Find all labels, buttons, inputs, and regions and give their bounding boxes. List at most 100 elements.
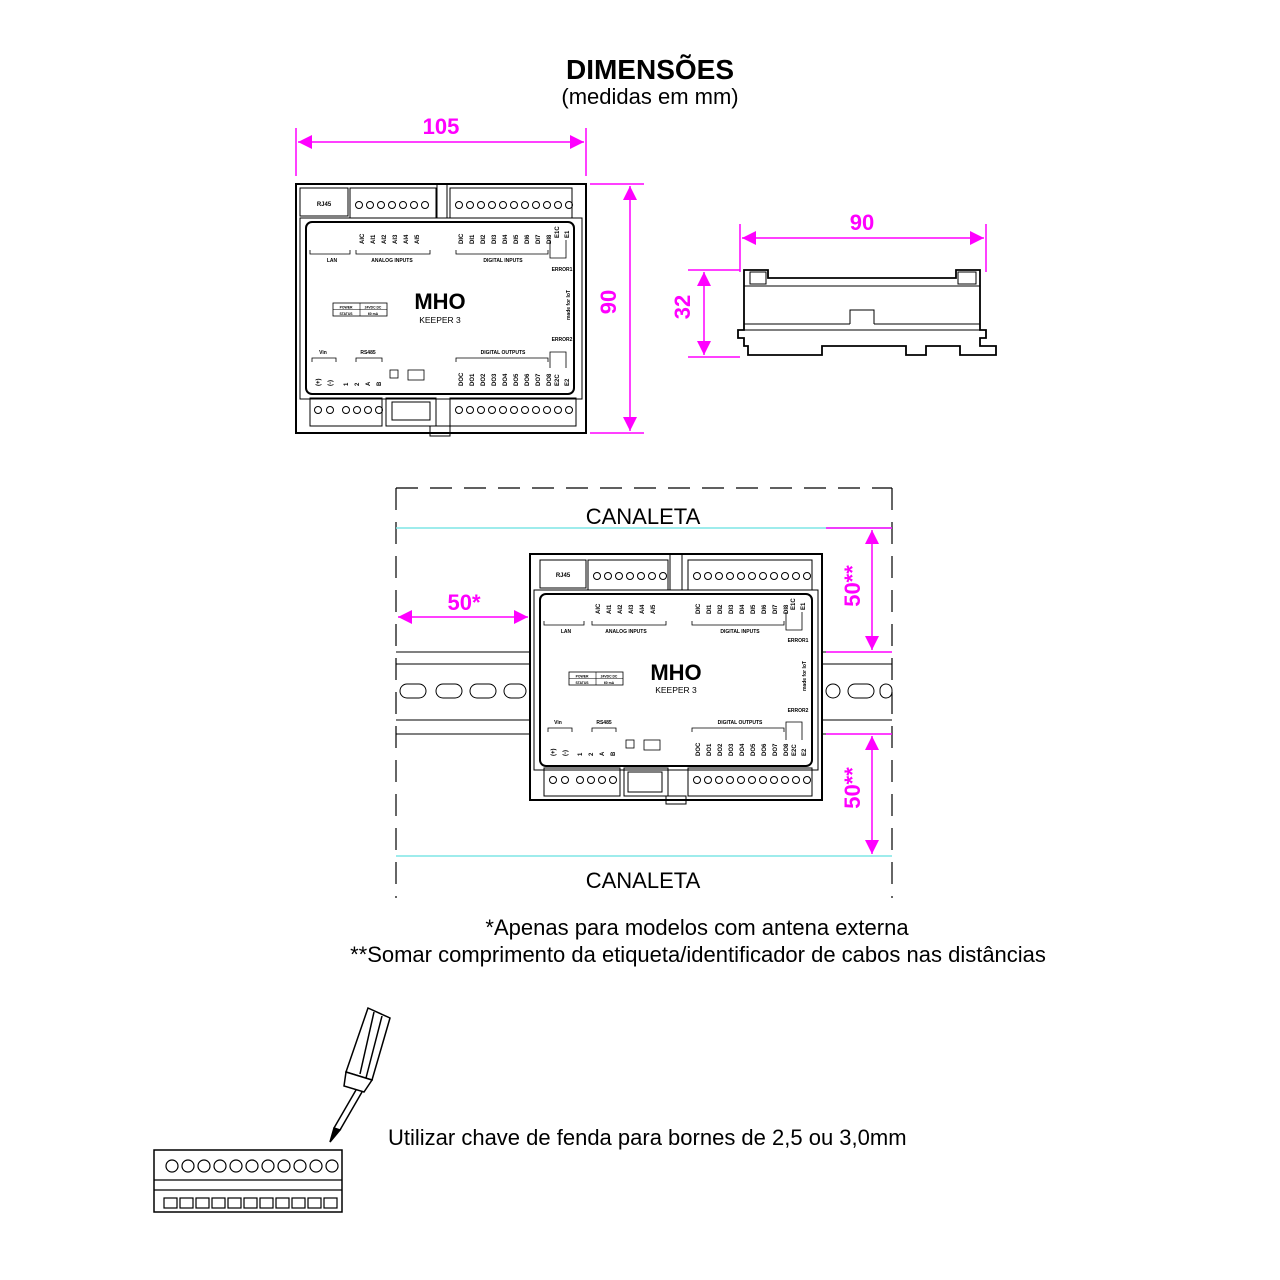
made-label: made for IoT	[566, 290, 572, 320]
page-title: DIMENSÕES	[566, 54, 734, 85]
svg-text:LAN: LAN	[561, 629, 572, 635]
svg-text:AIC: AIC	[596, 603, 602, 614]
svg-text:60 mA: 60 mA	[604, 681, 615, 685]
rj45-label: RJ45	[317, 202, 332, 208]
error2-label: ERROR2	[552, 337, 573, 343]
bottom-clearance-label: 50**	[840, 767, 865, 809]
bottom-left-terminal-labels: (+) (-) 1 2 A B	[316, 378, 383, 386]
svg-text:DIC: DIC	[459, 233, 465, 244]
width-dimension-label: 105	[423, 114, 460, 139]
side-height-dimension-label: 32	[670, 295, 695, 319]
svg-text:DO2: DO2	[481, 373, 487, 386]
svg-text:E2C: E2C	[555, 374, 561, 386]
svg-text:KEEPER 3: KEEPER 3	[655, 685, 697, 695]
svg-text:(-): (-)	[328, 380, 334, 386]
svg-text:DO3: DO3	[729, 743, 735, 756]
svg-text:DIGITAL OUTPUTS: DIGITAL OUTPUTS	[718, 720, 763, 726]
digital-output-terminal-labels: DOC DO1 DO2 DO3 DO4 DO5 DO6 DO7 DO8 E2C …	[459, 372, 571, 386]
svg-text:AI5: AI5	[415, 234, 421, 244]
digital-input-terminal-labels: DIC DI1 DI2 DI3 DI4 DI5 DI6 DI7 DI8 E1C …	[459, 226, 571, 244]
top-clearance-label: 50**	[840, 565, 865, 607]
svg-text:DO4: DO4	[503, 373, 509, 386]
digital-inputs-label: DIGITAL INPUTS	[483, 258, 523, 264]
top-screw-row-1	[355, 201, 429, 209]
svg-text:E2C: E2C	[792, 744, 798, 756]
svg-text:ANALOG INPUTS: ANALOG INPUTS	[605, 629, 647, 635]
svg-text:DIGITAL INPUTS: DIGITAL INPUTS	[720, 629, 760, 635]
svg-text:2: 2	[589, 752, 595, 756]
side-view: 90 32	[670, 210, 997, 358]
svg-text:AI1: AI1	[607, 604, 613, 614]
svg-text:AI2: AI2	[382, 234, 388, 244]
svg-text:ERROR1: ERROR1	[788, 638, 809, 644]
svg-text:DO5: DO5	[514, 373, 520, 386]
svg-text:DI4: DI4	[740, 604, 746, 614]
svg-text:AI2: AI2	[618, 604, 624, 614]
svg-text:DI7: DI7	[773, 604, 779, 614]
depth-dimension-label: 90	[850, 210, 874, 235]
svg-text:(+): (+)	[551, 748, 557, 756]
left-clearance-label: 50*	[447, 590, 480, 615]
svg-text:DI1: DI1	[470, 234, 476, 244]
svg-text:AI4: AI4	[640, 604, 646, 614]
svg-text:DOC: DOC	[696, 742, 702, 756]
error1-label: ERROR1	[552, 267, 573, 273]
front-view: 105 90 RJ45 LAN ANALOG I	[295, 114, 644, 437]
svg-text:DIC: DIC	[696, 603, 702, 614]
svg-text:DO1: DO1	[707, 743, 713, 756]
svg-text:E1C: E1C	[791, 598, 797, 610]
analog-inputs-label: ANALOG INPUTS	[371, 258, 413, 264]
svg-text:AI3: AI3	[629, 604, 635, 614]
svg-text:AI5: AI5	[651, 604, 657, 614]
svg-text:1: 1	[578, 752, 584, 756]
screwdriver-note: Utilizar chave de fenda para bornes de 2…	[388, 1125, 907, 1150]
svg-text:60 mA: 60 mA	[368, 312, 379, 316]
svg-text:DI7: DI7	[536, 234, 542, 244]
svg-text:DOC: DOC	[459, 372, 465, 386]
svg-text:DI2: DI2	[481, 234, 487, 244]
svg-text:E1: E1	[801, 602, 807, 610]
svg-text:DO5: DO5	[751, 743, 757, 756]
installed-device: RJ45 LAN ANALOG INPUTS DIGITAL INPUTS DI…	[529, 553, 823, 805]
svg-text:DO8: DO8	[547, 373, 553, 386]
svg-text:DI6: DI6	[762, 604, 768, 614]
svg-text:made for IoT: made for IoT	[802, 661, 808, 691]
svg-text:DI2: DI2	[718, 604, 724, 614]
svg-text:1: 1	[344, 382, 350, 386]
svg-text:B: B	[377, 381, 383, 386]
terminal-block-icon	[153, 1149, 343, 1213]
svg-text:E1C: E1C	[555, 226, 561, 238]
svg-text:(-): (-)	[563, 750, 569, 756]
svg-text:DO7: DO7	[536, 373, 542, 386]
rs485-label: RS485	[360, 350, 376, 356]
svg-text:DI8: DI8	[784, 604, 790, 614]
svg-text:E2: E2	[565, 378, 571, 386]
svg-text:A: A	[600, 751, 606, 756]
svg-text:B: B	[611, 751, 617, 756]
note-antenna: *Apenas para modelos com antena externa	[485, 915, 909, 940]
svg-text:DI1: DI1	[707, 604, 713, 614]
svg-text:DO6: DO6	[525, 373, 531, 386]
svg-text:DI6: DI6	[525, 234, 531, 244]
svg-text:AI1: AI1	[371, 234, 377, 244]
screwdriver-icon	[329, 1006, 391, 1143]
svg-text:DI3: DI3	[729, 604, 735, 614]
digital-outputs-label: DIGITAL OUTPUTS	[481, 350, 526, 356]
svg-text:DI5: DI5	[514, 234, 520, 244]
svg-text:POWER: POWER	[576, 675, 589, 679]
svg-text:E1: E1	[565, 230, 571, 238]
svg-text:AI3: AI3	[393, 234, 399, 244]
led-table: POWER STATUS 24VDC DC 60 mA	[332, 302, 388, 317]
svg-text:AI4: AI4	[404, 234, 410, 244]
svg-text:DI8: DI8	[547, 234, 553, 244]
svg-text:ERROR2: ERROR2	[788, 708, 809, 714]
note-cable-label: **Somar comprimento da etiqueta/identifi…	[350, 942, 1046, 967]
analog-terminal-labels: AIC AI1 AI2 AI3 AI4 AI5	[360, 233, 421, 244]
svg-text:MHO: MHO	[650, 660, 701, 685]
svg-text:24VDC DC: 24VDC DC	[365, 306, 382, 310]
device-brand: MHO	[414, 289, 465, 314]
svg-text:RS485: RS485	[596, 720, 612, 726]
vin-label: Vin	[319, 350, 327, 356]
svg-text:RJ45: RJ45	[556, 573, 571, 579]
